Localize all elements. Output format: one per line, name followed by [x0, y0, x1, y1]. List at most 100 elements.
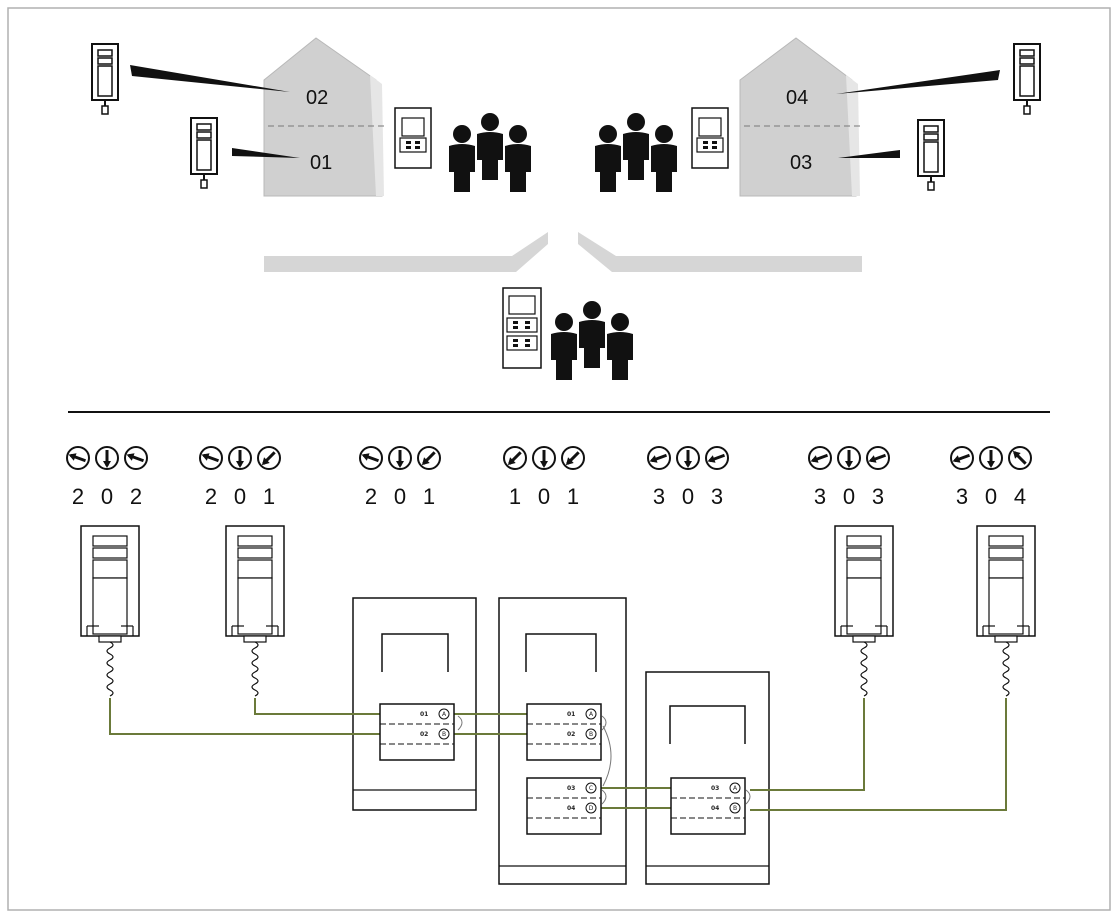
handset-2-icon	[225, 525, 285, 643]
dip-switch-digit: 3	[814, 484, 826, 509]
button-number: 02	[567, 731, 575, 738]
button-letter: A	[589, 711, 594, 718]
beam-02	[130, 65, 290, 92]
handset-4-icon	[976, 525, 1036, 643]
button-number: 03	[711, 785, 719, 792]
dip-switch-icon	[647, 446, 671, 470]
dip-switch-digit: 2	[72, 484, 84, 509]
dip-switch-digit: 0	[234, 484, 246, 509]
button-number: 03	[567, 785, 575, 792]
button-number: 04	[711, 805, 719, 812]
button-module-1: 01 A 02 B	[379, 703, 455, 761]
door-station-panel-3	[645, 671, 770, 885]
button-letter: B	[733, 805, 737, 812]
dip-switch-digit: 1	[567, 484, 579, 509]
button-module-2: 01 A 02 B	[526, 703, 602, 761]
wiring	[109, 698, 1007, 811]
dip-switch-digit: 0	[985, 484, 997, 509]
dip-switch-icon	[676, 446, 700, 470]
main-entrance-panel-icon	[502, 287, 542, 369]
button-letter: C	[589, 785, 593, 792]
beam-04	[836, 70, 1000, 94]
dip-switch-digit: 0	[101, 484, 113, 509]
dip-switch-digit: 3	[872, 484, 884, 509]
dip-switch-icon	[124, 446, 148, 470]
door-panel-right-icon	[691, 107, 729, 169]
dip-switch-digit: 0	[843, 484, 855, 509]
button-letter: D	[589, 805, 594, 812]
dip-switch-icon	[66, 446, 90, 470]
dip-switch-digit: 0	[394, 484, 406, 509]
dip-switch-icon	[561, 446, 585, 470]
dip-switch-icon	[199, 446, 223, 470]
beam-01	[232, 148, 300, 158]
dip-switch-digit: 1	[263, 484, 275, 509]
handset-top-right-upper-icon	[1013, 43, 1041, 115]
door-panel-left-icon	[394, 107, 432, 169]
dip-switch-icon	[950, 446, 974, 470]
house-left-upper-label: 02	[306, 87, 328, 109]
house-right-lower-label: 03	[790, 152, 812, 174]
dip-switch-digit: 1	[509, 484, 521, 509]
button-number: 01	[420, 711, 428, 718]
dip-switch-icon	[866, 446, 890, 470]
people-group-main-icon	[551, 301, 633, 380]
button-letter: A	[442, 711, 447, 718]
dip-switch-icon	[388, 446, 412, 470]
people-group-left-icon	[449, 113, 531, 192]
dip-switch-icon	[257, 446, 281, 470]
dip-switch-icon	[532, 446, 556, 470]
handset-3-icon	[834, 525, 894, 643]
handset-top-left-upper-icon	[91, 43, 119, 115]
dip-switch-digit: 0	[682, 484, 694, 509]
handset-top-right-lower-icon	[917, 119, 945, 191]
dip-switch-icon	[837, 446, 861, 470]
road-gate	[264, 232, 862, 272]
button-module-3: 03 C 04 D	[526, 777, 602, 835]
dip-switch-icon	[808, 446, 832, 470]
dip-switch-icon	[705, 446, 729, 470]
dip-switch-digit: 3	[956, 484, 968, 509]
dip-switch-digit: 3	[653, 484, 665, 509]
people-group-right-icon	[595, 113, 677, 192]
button-number: 01	[567, 711, 575, 718]
button-letter: B	[589, 731, 593, 738]
dip-switch-digit: 0	[538, 484, 550, 509]
dip-switch-digit: 3	[711, 484, 723, 509]
dip-switch-icon	[228, 446, 252, 470]
coil-cord-2-icon	[251, 641, 259, 697]
button-letter: B	[442, 731, 446, 738]
house-right-upper-label: 04	[786, 87, 808, 109]
house-left: 02 01	[263, 37, 384, 197]
dip-switch-icon	[95, 446, 119, 470]
jumper-loops	[457, 715, 751, 805]
dip-switch-digit: 2	[205, 484, 217, 509]
handset-1-icon	[80, 525, 140, 643]
button-number: 02	[420, 731, 428, 738]
dip-switch-icon	[417, 446, 441, 470]
coil-cord-1-icon	[106, 641, 114, 697]
dip-switch-digit: 2	[365, 484, 377, 509]
handset-top-left-lower-icon	[190, 117, 218, 189]
house-left-lower-label: 01	[310, 152, 332, 174]
dip-switch-icon	[979, 446, 1003, 470]
beam-03	[838, 150, 900, 158]
dip-switch-icon	[359, 446, 383, 470]
dip-switch-digit: 1	[423, 484, 435, 509]
house-right: 04 03	[739, 37, 860, 197]
button-number: 04	[567, 805, 575, 812]
coil-cord-4-icon	[1002, 641, 1010, 697]
coil-cord-3-icon	[860, 641, 868, 697]
dip-switch-icon	[503, 446, 527, 470]
